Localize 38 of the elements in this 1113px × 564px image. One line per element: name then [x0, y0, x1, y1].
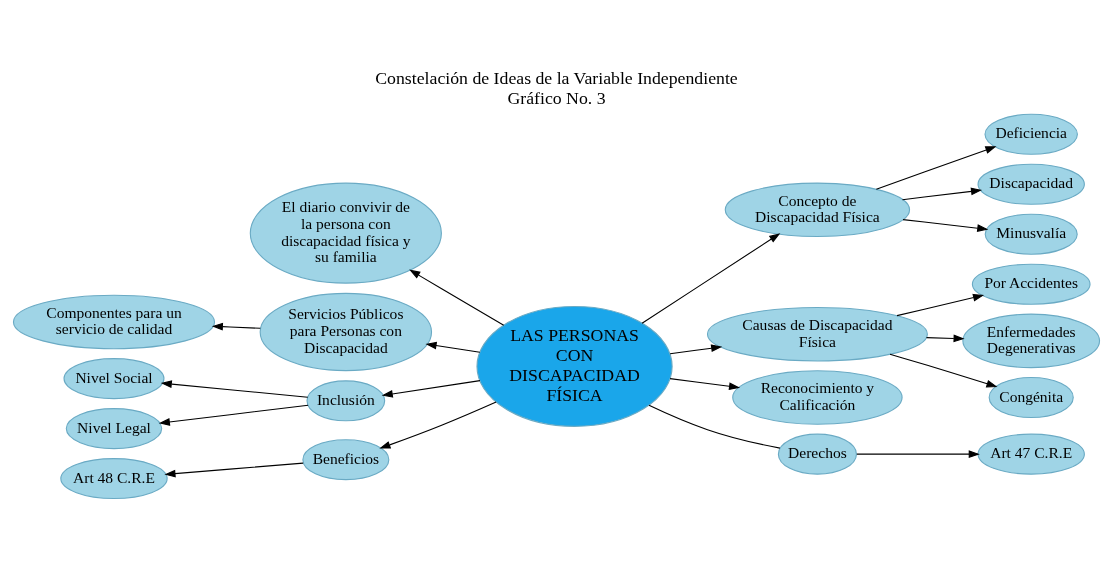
node-ellipse: Reconocimiento y Calificación — [732, 370, 903, 425]
node-ellipse: Enfermedades Degenerativas — [962, 313, 1101, 369]
arrow — [381, 380, 481, 398]
node-ellipse: Art 47 C.R.E — [977, 433, 1085, 475]
node-ellipse: Inclusión — [306, 380, 386, 422]
node-ellipse: Causas de Discapacidad Física — [706, 306, 928, 362]
node-ellipse: Componentes para un servicio de calidad — [12, 294, 216, 350]
node-ellipse: LAS PERSONAS CON DISCAPACIDAD FÍSICA — [476, 305, 673, 427]
arrow — [669, 378, 741, 391]
arrow — [641, 233, 781, 324]
arrow — [160, 380, 309, 398]
arrow — [211, 322, 261, 331]
node-ellipse: Derechos — [777, 433, 857, 475]
arrow — [158, 404, 309, 426]
arrow — [409, 269, 505, 326]
arrow — [856, 450, 980, 459]
node-ellipse: El diario convivir de la persona con discapacidad física y su familia — [249, 182, 442, 284]
arrow — [379, 401, 497, 449]
arrow — [669, 344, 723, 355]
arrow — [425, 341, 481, 353]
node-ellipse: Nivel Social — [63, 358, 165, 400]
node-ellipse: Minusvalía — [984, 213, 1078, 255]
diagram-title: Constelación de Ideas de la Variable Independiente — [375, 68, 738, 89]
arrow — [164, 462, 304, 478]
node-ellipse: Concepto de Discapacidad Física — [724, 182, 911, 238]
node-ellipse: Congénita — [988, 376, 1074, 419]
node-ellipse: Servicios Públicos para Personas con Discapacidad — [259, 292, 433, 372]
arrow — [925, 334, 965, 343]
arrow — [901, 187, 983, 201]
node-ellipse: Nivel Legal — [65, 408, 163, 450]
arrow — [896, 293, 985, 317]
arrow — [889, 353, 998, 388]
node-ellipse: Art 48 C.R.E — [60, 458, 168, 500]
caption: Gráfico No. 3 — [507, 88, 606, 109]
node-ellipse: Discapacidad — [977, 163, 1085, 205]
arrow — [902, 219, 989, 232]
arrow — [875, 146, 997, 190]
connector — [648, 404, 781, 449]
